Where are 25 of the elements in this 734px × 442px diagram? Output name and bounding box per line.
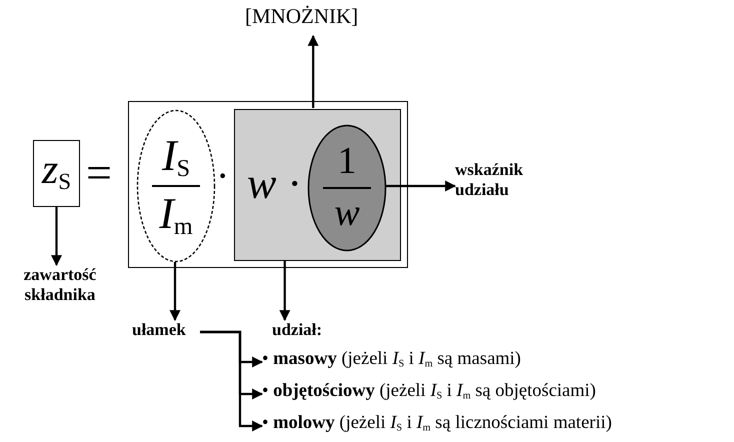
caption-text: [MNOŻNIK]	[245, 4, 385, 36]
arrow	[279, 260, 290, 322]
numerator: I$_{S}$	[160, 134, 192, 182]
arrow	[200, 330, 264, 432]
multiplier-box	[128, 101, 408, 268]
list-item: • objętościowy (jeżeli I$_{S}$ i I$_{m}$ są objętościami)	[262, 381, 732, 407]
arrow	[51, 207, 62, 266]
numerator: 1	[336, 142, 358, 180]
arrow	[170, 262, 180, 322]
list-item: • masowy (jeżeli I$_{S}$ i I$_{m}$ są masami)	[262, 349, 732, 375]
shaded-box	[234, 109, 401, 261]
list-item: • molowy (jeżeli I$_{S}$ i I$_{m}$ są licznościami materii)	[262, 413, 732, 439]
variable: z$_{S}$	[40, 149, 72, 193]
caption-text: wskaźnik udziału	[455, 160, 555, 208]
multiplication-dot: ·	[216, 156, 230, 196]
equals-sign: =	[86, 150, 112, 196]
denominator: I$_{m}$	[158, 192, 194, 240]
caption-text: zawartość składnika	[4, 265, 116, 317]
formula-box	[33, 140, 80, 207]
caption-text: ułamek	[132, 320, 200, 344]
caption-text: udział:	[272, 320, 352, 344]
arrow	[385, 180, 456, 192]
formula-term: w ·	[247, 162, 302, 206]
denominator: w	[333, 194, 361, 232]
arrow	[308, 34, 319, 108]
